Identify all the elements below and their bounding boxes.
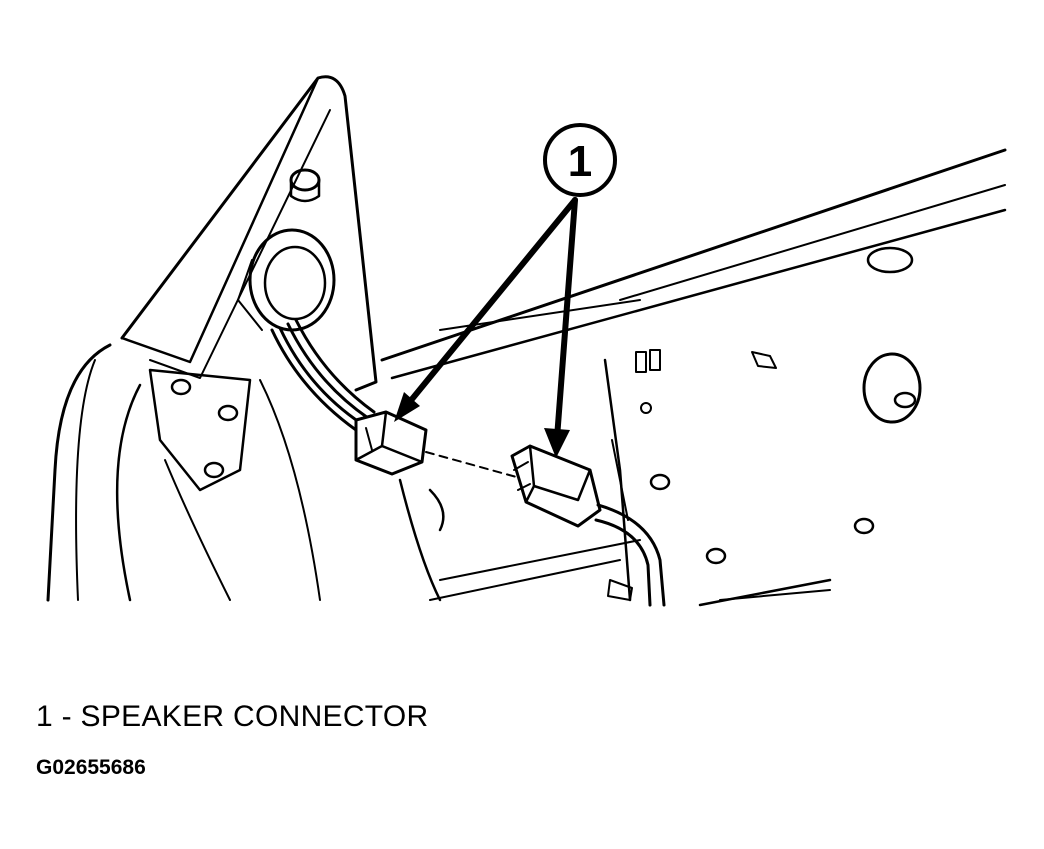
door-sail-panel (46, 75, 378, 602)
mounting-bosses (170, 378, 875, 565)
speaker-side-connector (354, 410, 428, 476)
tweeter-speaker (237, 168, 336, 332)
inner-door-frame (380, 148, 1007, 607)
legend-entry-speaker-connector: 1 - SPEAKER CONNECTOR (36, 700, 429, 733)
callout-arrowheads (394, 392, 570, 458)
callout-label: 1 (568, 137, 592, 186)
door-grommet (862, 246, 922, 424)
callout-arrows (405, 197, 578, 441)
door-wire-harness (594, 503, 666, 607)
harness-side-connector (510, 444, 602, 528)
speaker-connector-illustration: 1 (46, 75, 1007, 607)
callout-number-1: 1 (543, 123, 617, 197)
connector-mating-line (425, 451, 521, 479)
figure-id: G02655686 (36, 756, 146, 779)
panel-clips (428, 349, 777, 532)
speaker-wire-harness (270, 318, 376, 432)
